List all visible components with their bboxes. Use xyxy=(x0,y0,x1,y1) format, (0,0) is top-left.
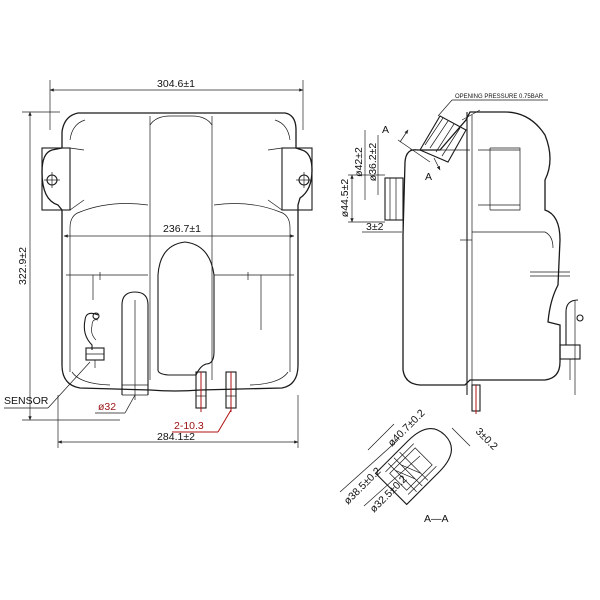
tank-outline-side xyxy=(402,111,561,386)
dim-offset-label: 3±2 xyxy=(366,221,384,233)
section-title: A—A xyxy=(424,513,449,525)
central-chamber xyxy=(157,241,215,376)
dim-height: 322.9±2 xyxy=(17,111,120,421)
dim-bottom-width-label: 284.1±2 xyxy=(157,431,195,443)
sensor-callout: SENSOR xyxy=(4,361,91,409)
dim-bottom-width: 284.1±2 xyxy=(57,395,299,448)
dim-cap-outer-label: ø42±2 xyxy=(353,147,365,177)
dim-neck-label: ø44.5±2 xyxy=(339,179,351,218)
dim-section-a: ø40.7±0.2 xyxy=(367,407,428,451)
right-mount-ear xyxy=(267,147,313,211)
sensor-label: SENSOR xyxy=(4,395,49,407)
dim-cap-inner-label: ø36.2±2 xyxy=(367,143,379,182)
front-view: 304.6±1 322.9±2 xyxy=(4,78,313,448)
sensor xyxy=(83,312,105,368)
dim-inner-width: 236.7±1 xyxy=(63,223,295,238)
tank-outline-front xyxy=(41,112,313,392)
dim-outlet-dia: ø32 xyxy=(95,394,136,414)
dim-small-outlets-label: 2-10.3 xyxy=(174,420,204,432)
side-neck-fitting xyxy=(384,177,404,240)
dim-top-width: 304.6±1 xyxy=(49,78,304,130)
dim-top-width-label: 304.6±1 xyxy=(157,78,195,90)
small-outlets xyxy=(195,371,237,412)
section-view: ø40.7±0.2 3±0.2 ø38.5±0.2 ø32.5±0.2 A—A xyxy=(339,407,500,525)
dim-neck: ø44.5±2 xyxy=(339,174,385,223)
dim-section-d: 3±0.2 xyxy=(451,426,500,453)
tank-inner-lines xyxy=(66,115,294,386)
opening-pressure-callout: OPENING PRESSURE 0.75BAR xyxy=(437,94,548,117)
dim-height-label: 322.9±2 xyxy=(17,247,29,285)
dim-section-d-label: 3±0.2 xyxy=(473,426,500,453)
section-mark-top: A xyxy=(382,124,389,136)
opening-pressure-label: OPENING PRESSURE 0.75BAR xyxy=(455,94,544,100)
side-sensor xyxy=(559,299,584,395)
side-bottom-outlet xyxy=(471,384,481,414)
side-view: OPENING PRESSURE 0.75BAR A A xyxy=(339,94,584,414)
dim-outlet-dia-label: ø32 xyxy=(98,401,116,413)
dim-inner-width-label: 236.7±1 xyxy=(163,223,201,235)
section-cut-line: A A xyxy=(382,109,481,183)
dim-offset: 3±2 xyxy=(362,221,402,233)
side-inner-bracket xyxy=(460,147,570,277)
dim-cap-outer: ø42±2 xyxy=(353,130,366,200)
dim-cap-inner: ø36.2±2 xyxy=(367,135,379,195)
left-mount-ear xyxy=(41,147,85,211)
section-mark-bottom: A xyxy=(425,171,432,183)
filler-cap xyxy=(410,115,470,163)
dim-small-outlets: 2-10.3 xyxy=(172,409,232,433)
